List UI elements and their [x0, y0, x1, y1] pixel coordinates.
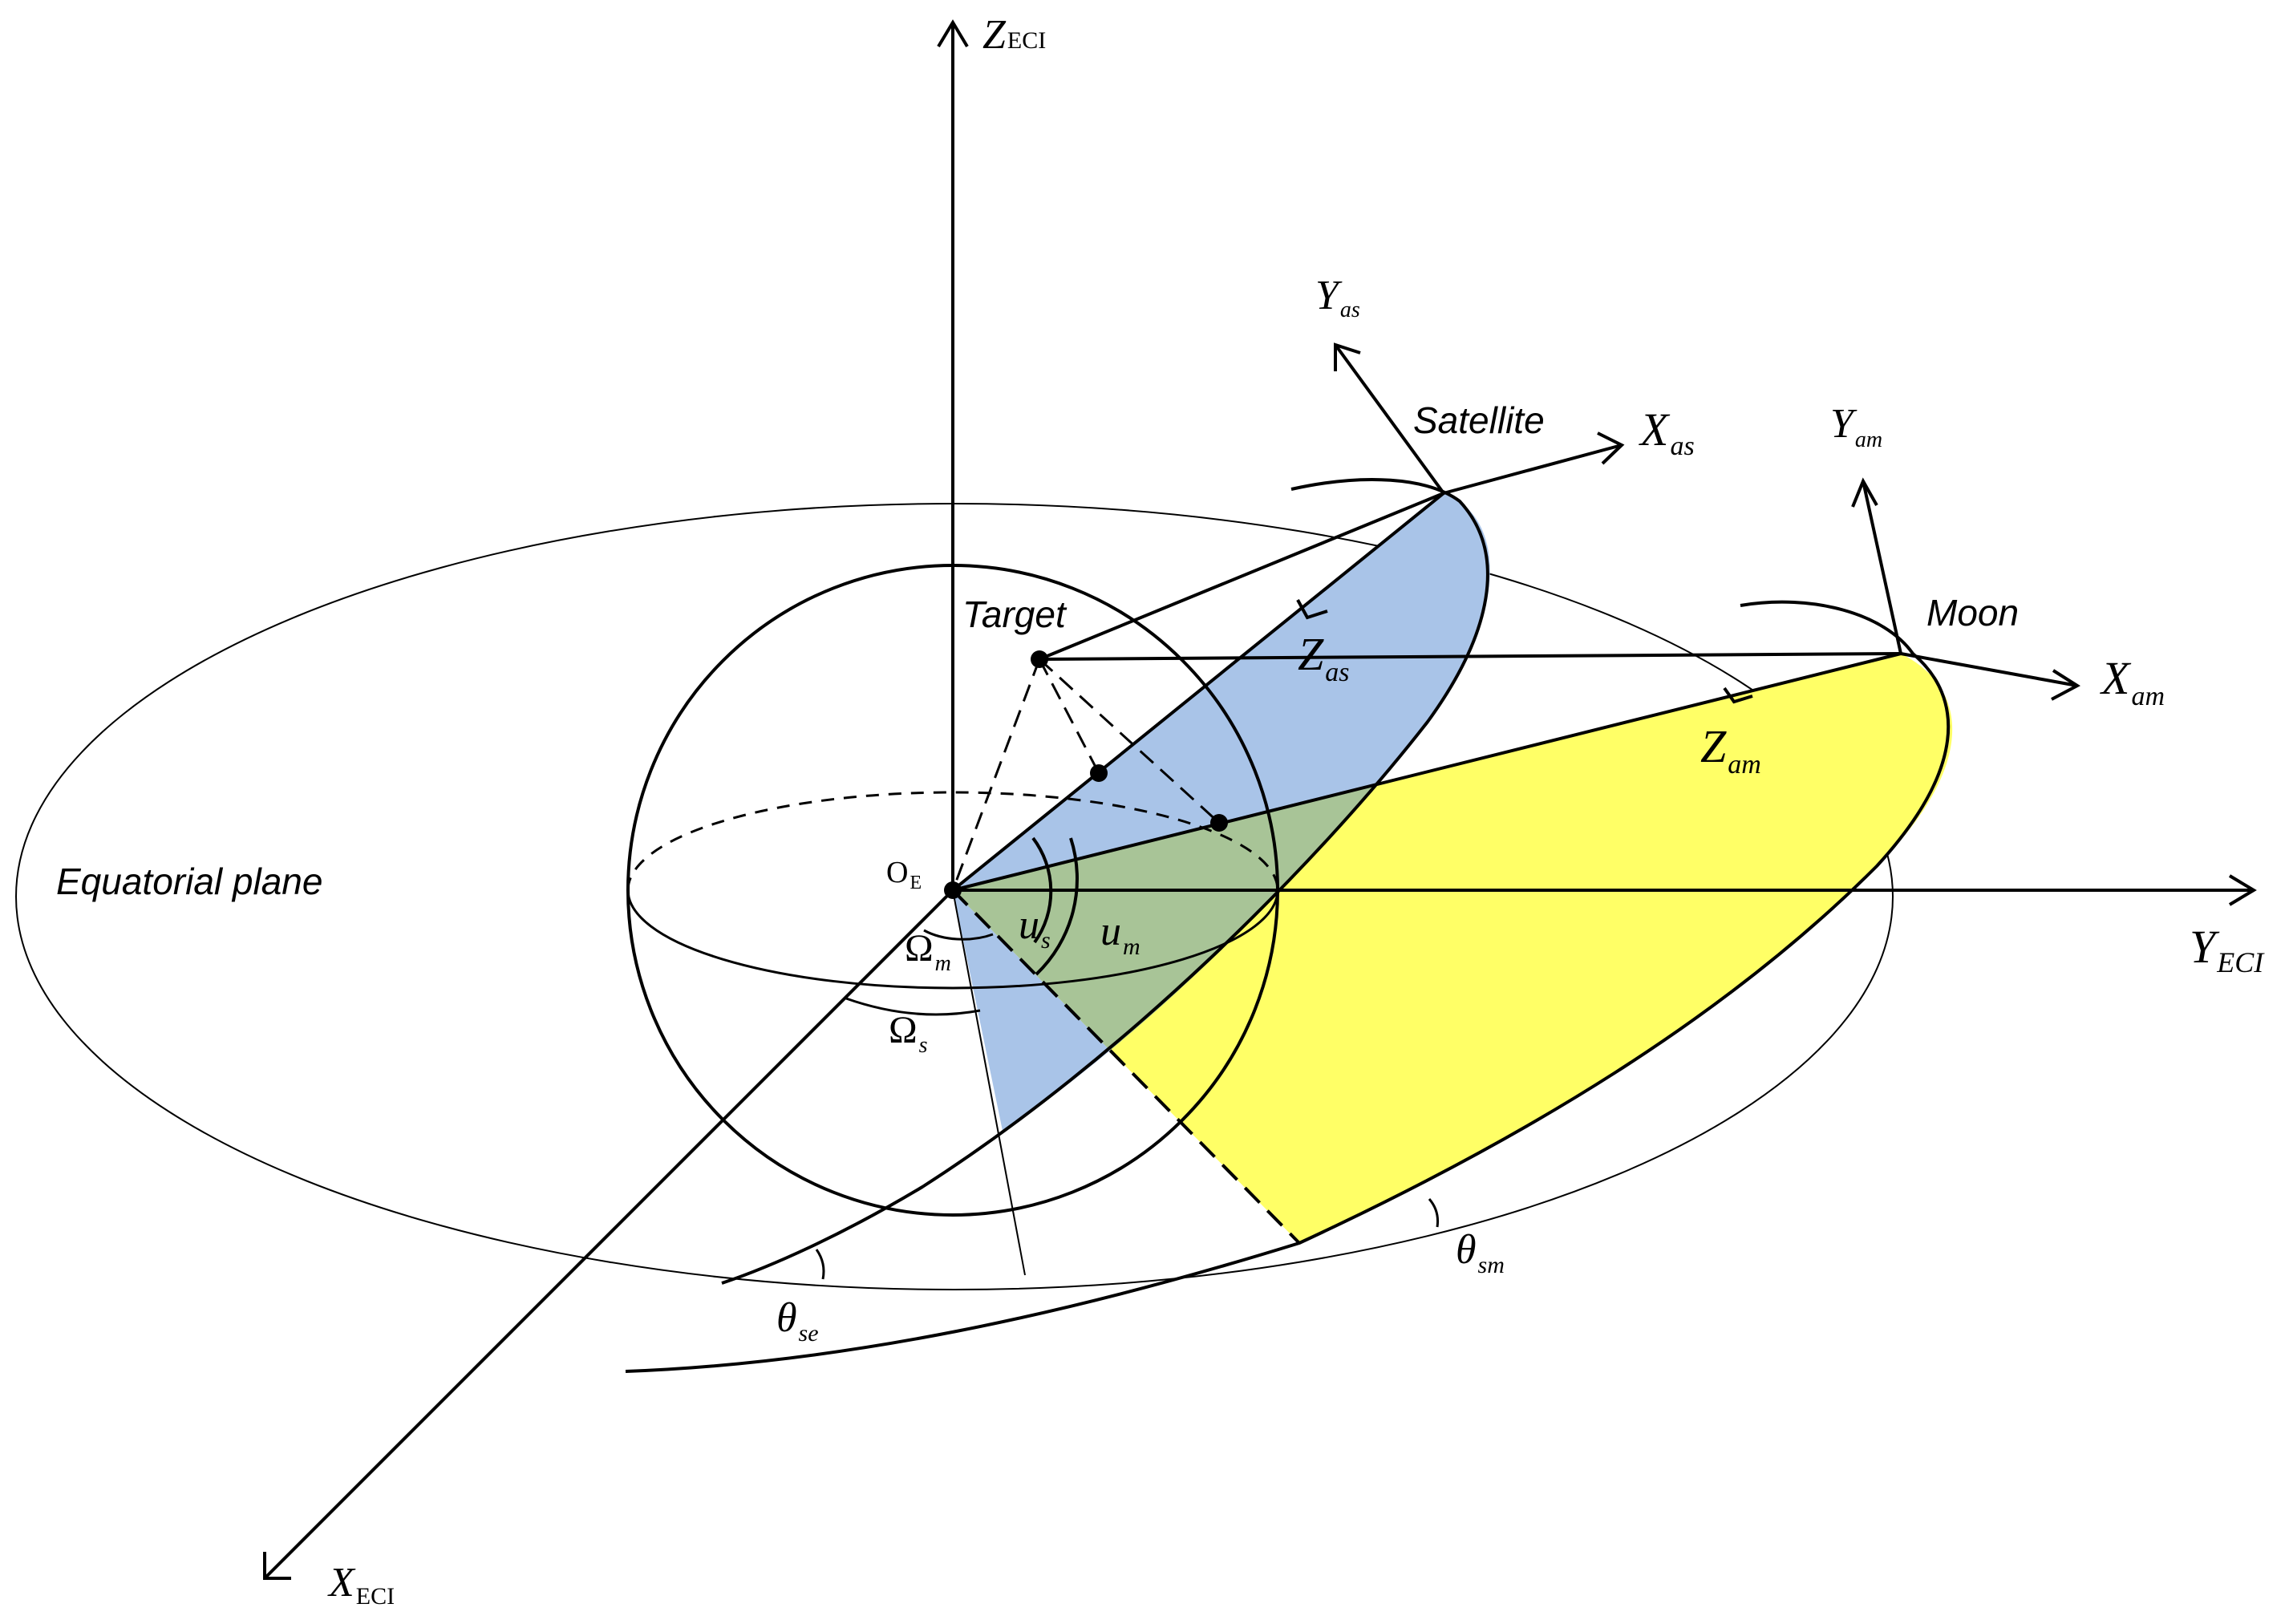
angle-theta-se-arc [815, 1249, 825, 1280]
origin-label: OE [886, 856, 922, 893]
x-as-axis [1443, 443, 1623, 495]
omega-s-label: Ωs [889, 1009, 928, 1058]
theta-sm-label: θsm [1456, 1227, 1505, 1278]
angle-u-m-arc [1035, 837, 1079, 976]
x-as-arrowhead [1597, 431, 1625, 465]
y-as-axis [1334, 343, 1445, 495]
y-as-label: Yas [1315, 273, 1360, 322]
x-eci-arrowhead [263, 1552, 291, 1580]
theta-se-label: θse [776, 1295, 819, 1347]
x-eci-axis [263, 889, 954, 1580]
satellite-radius-line [951, 492, 1445, 892]
target-satplane-dashed [1038, 658, 1100, 774]
x-am-label: Xam [2100, 652, 2165, 711]
x-eci-label: XECI [327, 1560, 395, 1610]
satellite-target-line [1039, 492, 1444, 661]
x-as-label: Xas [1639, 403, 1695, 461]
y-eci-label: YECI [2190, 921, 2265, 978]
z-am-label: Zam [1700, 720, 1761, 780]
z-eci-arrowhead [937, 19, 969, 48]
z-am-arrowhead [1723, 686, 1753, 704]
target-moonplane-dashed [1038, 658, 1221, 824]
earth-equator-front [626, 889, 1279, 990]
moon-target-line [1039, 652, 1902, 661]
u-m-label: um [1100, 909, 1140, 960]
omega-m-label: Ωm [905, 927, 951, 976]
moon-plane-projection-point [1210, 814, 1228, 832]
target-origin-dashed [951, 658, 1041, 891]
angle-omega-s-arc [845, 997, 981, 1016]
moon-orbit-curve [625, 600, 1951, 1373]
y-am-axis [1862, 480, 1902, 654]
satellite-orbit-curve [721, 478, 1489, 1285]
y-eci-arrowhead [2228, 874, 2257, 906]
y-am-arrowhead [1851, 477, 1878, 508]
moon-radius-line [952, 652, 1902, 892]
origin-point [944, 881, 962, 899]
y-as-arrowhead [1334, 342, 1361, 371]
u-s-label: us [1019, 902, 1051, 954]
satellite-label: Satellite [1413, 399, 1545, 441]
y-am-label: Yam [1830, 401, 1882, 452]
angle-omega-m-arc [923, 929, 994, 941]
x-am-arrowhead [2051, 669, 2080, 701]
z-eci-label: ZECI [982, 12, 1046, 58]
target-point [1031, 650, 1048, 668]
moon-label: Moon [1926, 592, 2019, 634]
moon-node-line-dashed [951, 889, 1301, 1245]
equatorial-plane-label: Equatorial plane [56, 861, 322, 902]
angle-theta-sm-arc [1428, 1198, 1439, 1228]
satellite-node-line [952, 889, 1026, 1276]
x-am-axis [1900, 652, 2078, 687]
z-as-arrowhead [1296, 599, 1328, 620]
satellite-plane-projection-point [1090, 764, 1108, 782]
target-label: Target [962, 593, 1068, 635]
z-as-label: Zas [1298, 628, 1350, 687]
